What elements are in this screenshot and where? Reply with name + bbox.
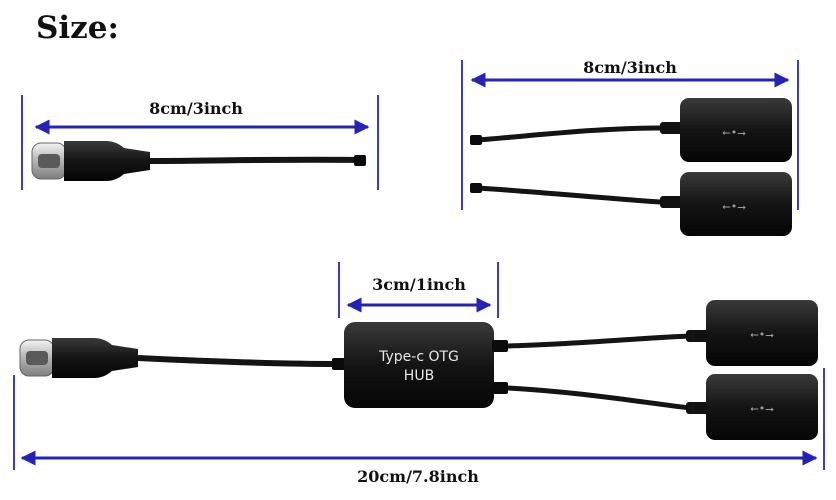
usb-icon: ⭠•⭢: [722, 126, 746, 139]
cable: [507, 333, 708, 349]
usb-c-connector-cable: 8cm/3inch: [21, 95, 379, 190]
usb-icon: ⭠•⭢: [722, 200, 746, 213]
cable: [477, 185, 682, 205]
usb-a-port-1: [680, 98, 792, 162]
usb-icon: ⭠•⭢: [750, 328, 774, 341]
connector-body: [52, 338, 138, 378]
hub-label-line1: Type-c OTG: [378, 349, 459, 365]
cable: [507, 385, 708, 411]
hub-length-label: 3cm/1inch: [372, 275, 466, 294]
cable: [137, 355, 341, 367]
usb-a-port-1: [706, 300, 818, 366]
usb-a-port-2: [706, 374, 818, 440]
otg-hub-assembly: 3cm/1inch 20cm/7.8inch Type-c OTG HUB ⭠•…: [13, 262, 825, 486]
hub-body: [344, 322, 494, 408]
connector-body: [64, 141, 150, 181]
connector-length-label: 8cm/3inch: [149, 99, 243, 118]
usb-icon: ⭠•⭢: [750, 402, 774, 415]
dual-port-length-label: 8cm/3inch: [583, 58, 677, 77]
total-length-label: 20cm/7.8inch: [357, 467, 479, 486]
cable: [147, 156, 365, 164]
size-heading: Size:: [36, 10, 119, 46]
hub-label-line2: HUB: [404, 368, 434, 384]
dual-usb-a-cable: 8cm/3inch ⭠•⭢ ⭠•⭢: [461, 58, 799, 236]
cable: [477, 125, 682, 143]
usb-a-port-2: [680, 172, 792, 236]
